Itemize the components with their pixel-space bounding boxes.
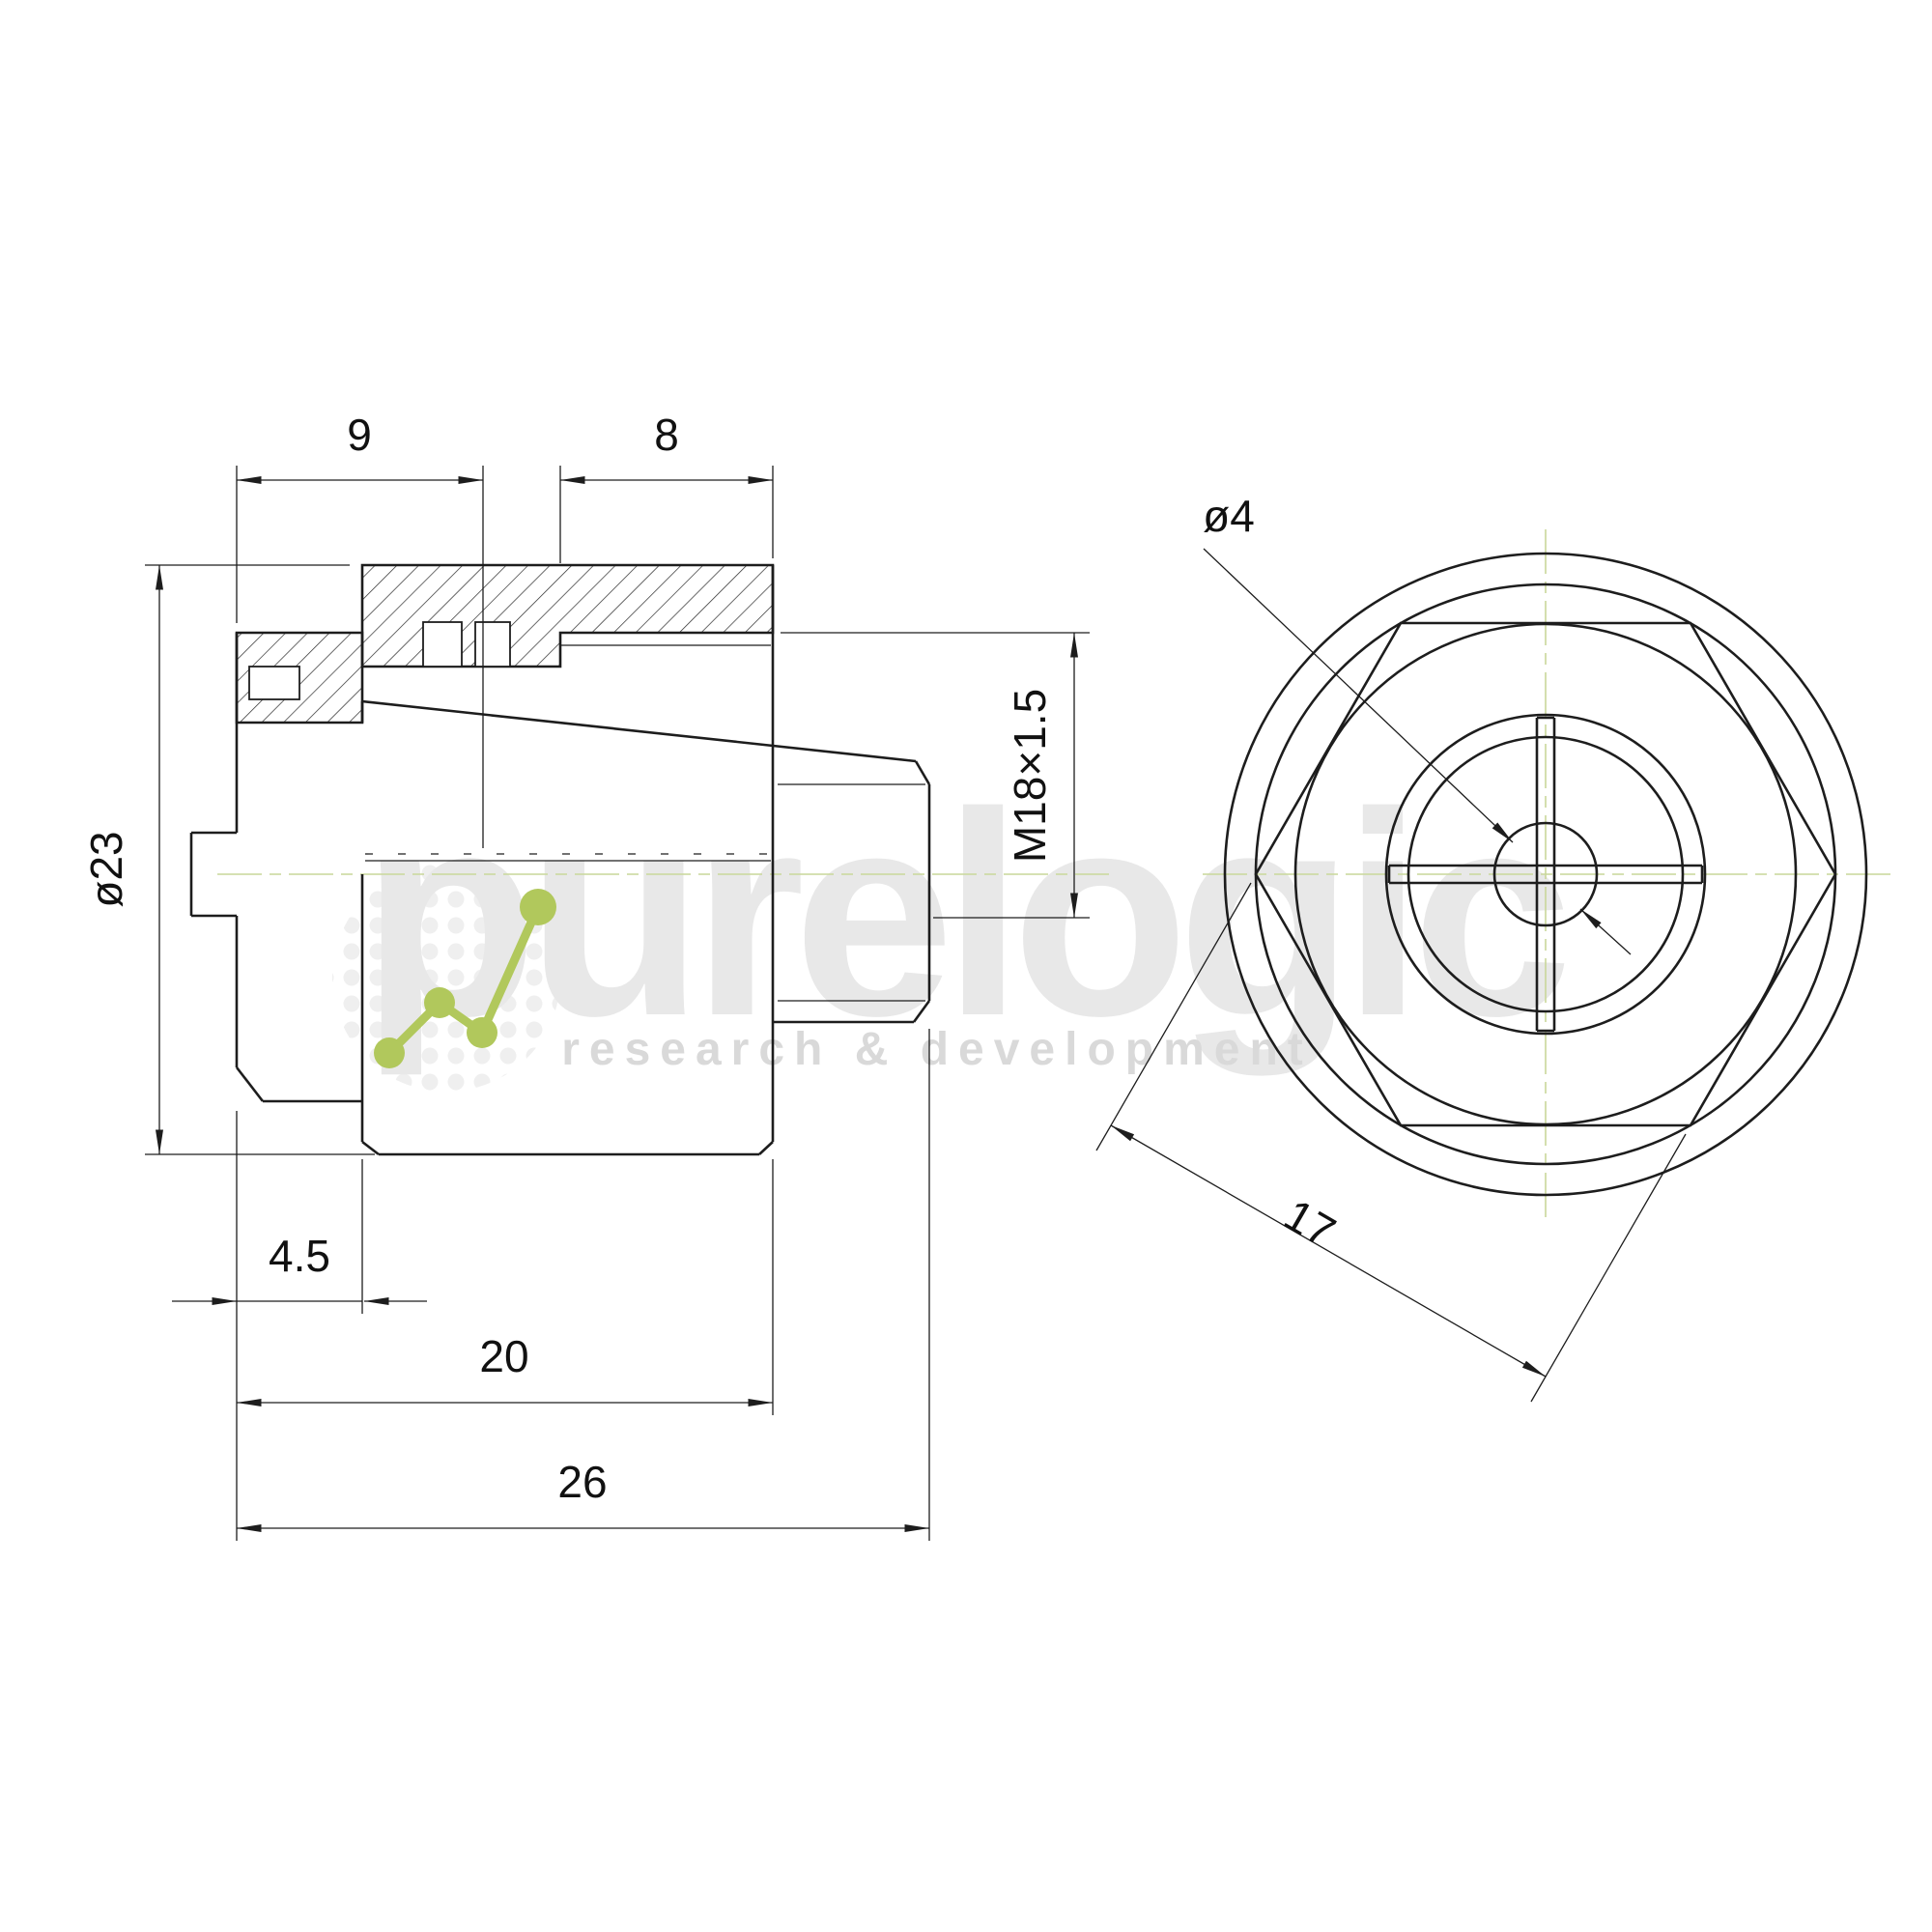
thread-outer-circle <box>1223 552 1868 1197</box>
centerlines <box>217 529 1891 1219</box>
logo-dot <box>374 1037 405 1068</box>
logo-dotted-ball <box>332 864 560 1092</box>
side-view-outline <box>189 565 931 1156</box>
hex-chamfer-circle <box>1293 622 1798 1126</box>
watermark-brand: purelogic <box>361 752 1566 1078</box>
center-hole-circle <box>1492 821 1599 927</box>
hexagon <box>1254 621 1837 1127</box>
side-view: 9 8 ø23 M18×1.5 <box>81 410 1090 1541</box>
dim-outer-diameter: ø23 <box>81 564 375 1155</box>
cap-slot-cutout <box>474 621 511 668</box>
dim-cap-offset-label: 9 <box>347 410 372 460</box>
dim-hex-width-label: 4.5 <box>269 1231 330 1281</box>
dim-total-length: 26 <box>237 1029 930 1541</box>
watermark-tagline: research & development <box>561 1024 1313 1075</box>
logo-dot <box>424 987 455 1018</box>
dim-hole-diameter: ø4 <box>1203 491 1632 955</box>
dim-total-length-label: 26 <box>557 1457 607 1507</box>
cap-slot-cutout <box>422 621 463 668</box>
dim-body-length: 20 <box>237 1159 774 1415</box>
dim-outer-diameter-label: ø23 <box>81 831 131 907</box>
logo-dots <box>374 889 556 1068</box>
dim-body-length-label: 20 <box>479 1331 528 1381</box>
collet-outer-circle <box>1384 713 1707 1036</box>
front-view-outline <box>1223 552 1868 1197</box>
dim-hex-width: 4.5 <box>172 1111 427 1541</box>
dim-across-flats-label: 17 <box>1276 1189 1344 1258</box>
flange-slot-cutout <box>248 666 300 700</box>
dim-thread-length: 8 <box>559 410 774 563</box>
logo-green-chain <box>374 889 556 1068</box>
dim-cap-offset: 9 <box>236 410 484 848</box>
dim-thread-spec: M18×1.5 <box>781 632 1090 919</box>
dim-hole-diameter-label: ø4 <box>1203 491 1255 541</box>
dim-thread-spec-label: M18×1.5 <box>1005 689 1055 863</box>
watermark: purelogic research & development <box>332 752 1577 1092</box>
collet-slits <box>1387 716 1704 1033</box>
dim-thread-length-label: 8 <box>654 410 679 460</box>
logo-dot <box>520 889 556 925</box>
logo-dot <box>467 1017 497 1048</box>
collet-inner-circle <box>1406 735 1685 1013</box>
